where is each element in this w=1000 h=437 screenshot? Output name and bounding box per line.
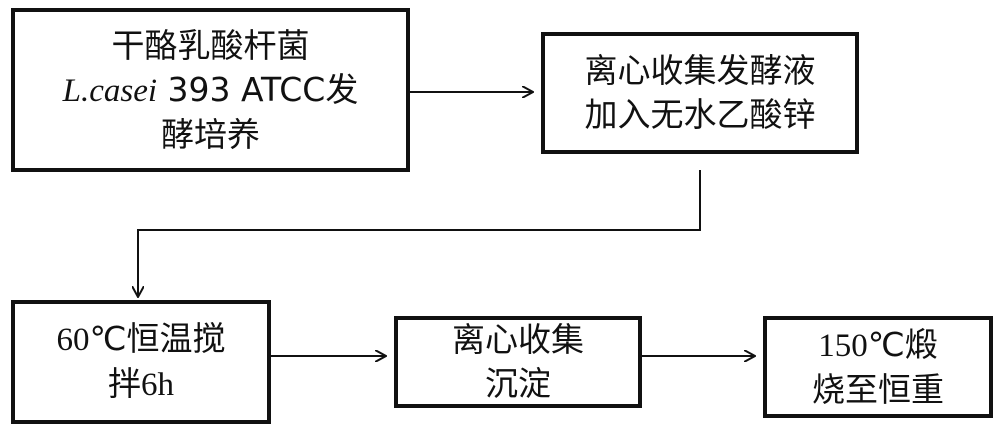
step-text: 6h — [141, 367, 174, 403]
step-text: 离心收集发酵液 — [584, 51, 816, 90]
step-text-line: 酵培养 — [161, 113, 260, 157]
step-text-line: 离心收集发酵液 — [585, 49, 816, 93]
step-text: 酵培养 — [161, 114, 260, 154]
step-text: 150 — [818, 327, 868, 364]
step-text-line: 加入无水乙酸锌 — [585, 93, 816, 137]
step-text: L.casei — [62, 72, 158, 109]
step-text-line: 离心收集 — [452, 318, 584, 362]
step-centrifuge-broth: 离心收集发酵液加入无水乙酸锌 — [541, 32, 859, 154]
step-text: 拌 — [108, 364, 141, 403]
step-text: 发 — [325, 69, 359, 109]
step-text: 393 ATCC — [157, 69, 326, 109]
step-text-line: 沉淀 — [485, 362, 551, 406]
step-centrifuge-precipitate: 离心收集沉淀 — [394, 316, 642, 408]
step-text: ℃恒温搅 — [89, 319, 226, 358]
step-text: 烧至恒重 — [812, 369, 944, 409]
step-text-line: 150℃煅 — [818, 323, 938, 368]
step-text: 沉淀 — [485, 364, 551, 403]
step-stir: 60℃恒温搅拌6h — [11, 300, 271, 424]
step-text-line: 烧至恒重 — [812, 368, 944, 412]
step-text-line: 拌6h — [108, 362, 174, 407]
step-text: 60 — [56, 322, 90, 358]
step-text-line: L.casei 393 ATCC发 — [63, 68, 359, 113]
step-text: ℃煅 — [867, 324, 938, 364]
step-text: 加入无水乙酸锌 — [584, 95, 816, 134]
step-text-line: 干酪乳酸杆菌 — [112, 24, 310, 68]
step-text: 干酪乳酸杆菌 — [111, 25, 310, 65]
step-text-line: 60℃恒温搅 — [56, 317, 225, 362]
arrow-broth-to-stir — [138, 170, 701, 296]
step-calcine: 150℃煅烧至恒重 — [763, 316, 993, 418]
step-text: 离心收集 — [452, 320, 584, 359]
